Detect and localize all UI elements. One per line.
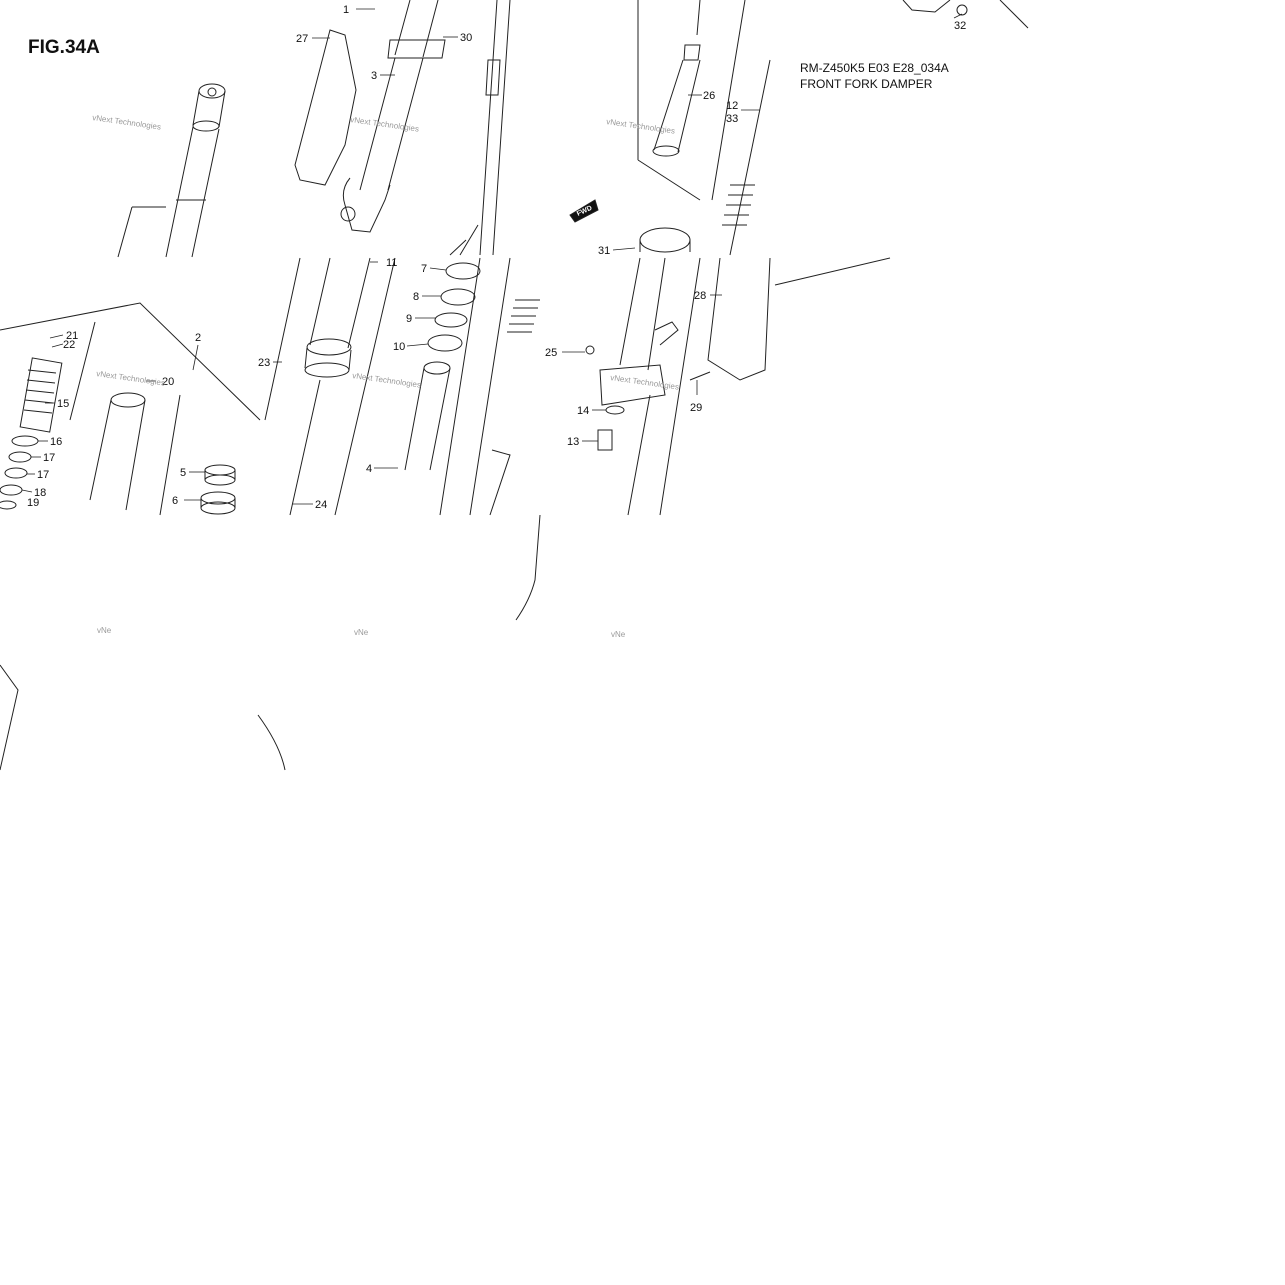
seals-drawing [264,257,540,516]
callout-28: 28 [694,290,706,302]
callout-2: 2 [195,332,201,344]
model-code: RM-Z450K5 E03 E28_034A [800,61,949,75]
axle-holder-drawing [585,257,891,516]
callout-12: 12 [726,100,738,112]
callout-33: 33 [726,113,738,125]
watermark-text: vNe [97,626,112,635]
diagram-description: FRONT FORK DAMPER [800,77,933,91]
callout-17b: 17 [37,469,49,481]
outer-tube-drawing [117,83,226,258]
callout-14: 14 [577,405,589,417]
callout-15: 15 [57,398,69,410]
callout-21: 21 [66,330,78,342]
callout-18: 18 [34,487,46,499]
watermark-text: vNext Technologies [606,117,676,136]
callout-20: 20 [162,376,174,388]
watermark-text: vNe [354,628,369,637]
callout-3: 3 [371,70,377,82]
watermark-text: vNext Technologies [352,371,422,390]
callout-29: 29 [690,402,702,414]
cartridge-parts-drawing [0,302,261,516]
callout-25: 25 [545,347,557,359]
callout-9: 9 [406,313,412,325]
figure-title: FIG.34A [28,37,100,58]
callout-26: 26 [703,90,715,102]
callout-5: 5 [180,467,186,479]
watermark-text: vNext Technologies [96,369,166,388]
callout-1: 1 [343,4,349,16]
lower-fragments-drawing [0,514,541,771]
watermark-text: vNext Technologies [92,113,162,132]
callout-7: 7 [421,263,427,275]
callout-4: 4 [366,463,372,475]
callout-16: 16 [50,436,62,448]
callout-8: 8 [413,291,419,303]
callout-27: 27 [296,33,308,45]
inner-tube-drawing [294,0,511,256]
callout-32: 32 [954,20,966,32]
callout-23: 23 [258,357,270,369]
callout-13: 13 [567,436,579,448]
watermark-text: vNext Technologies [610,373,680,392]
watermark-text: vNext Technologies [350,115,420,134]
callout-22: 22 [63,339,75,351]
damper-cartridge-drawing [569,0,1029,256]
callout-numbers: 1 2 3 4 5 6 7 8 9 10 11 12 13 14 15 16 1… [27,4,966,511]
callout-17a: 17 [43,452,55,464]
callout-24: 24 [315,499,327,511]
leader-lines [21,8,963,505]
callout-30: 30 [460,32,472,44]
callout-19: 19 [27,497,39,509]
callout-11: 11 [386,257,397,269]
callout-10: 10 [393,341,405,353]
callout-6: 6 [172,495,178,507]
watermark-text: vNe [611,630,626,639]
callout-31: 31 [598,245,610,257]
